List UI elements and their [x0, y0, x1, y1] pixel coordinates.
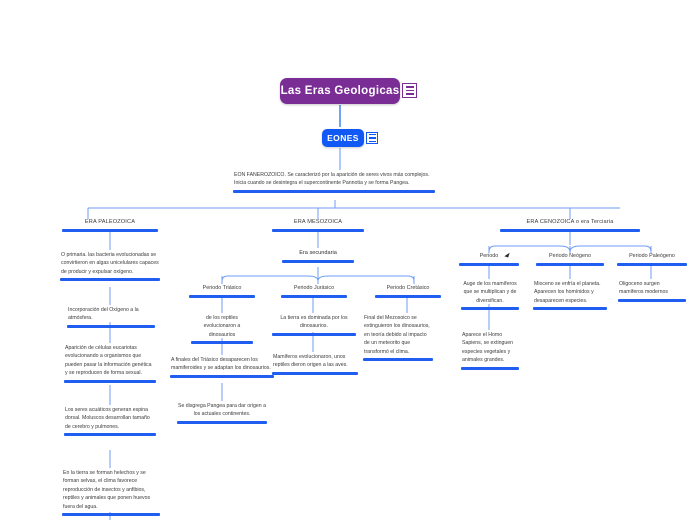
era-cenozoica-node[interactable]: ERA CENOZOICA o era Terciaria	[500, 218, 640, 233]
node-underline	[533, 307, 607, 311]
node-underline	[375, 294, 441, 298]
paleozoica-item-3[interactable]: Aparición de células eucariotas evolucio…	[64, 344, 156, 383]
node-underline	[363, 358, 433, 362]
node-text: Periodo Paleógeno	[629, 253, 675, 259]
node-underline	[281, 294, 347, 298]
node-text: Incorporación del Oxígeno a la atmósfera…	[68, 307, 139, 322]
node-text: Periodo	[479, 253, 499, 259]
node-text: de los reptiles evolucionaron a dinosaur…	[203, 315, 241, 338]
node-text: O primaria. las bacteria evolucionadas s…	[61, 252, 159, 275]
periodo-item-2[interactable]: Aparece el Homo Sapiens, se extinguen es…	[461, 331, 519, 370]
eon-description-text: EON FANEROZOICO. Se caracterizó por la a…	[234, 172, 430, 187]
node-text: Mamíferos evolucionaron, unos reptiles d…	[273, 354, 348, 369]
jurasico-item-1[interactable]: La tierra es dominada por los dinosaurio…	[272, 314, 356, 336]
node-underline	[189, 294, 255, 298]
era-mesozoica-label: ERA MESOZOICA	[293, 219, 343, 225]
eon-description-node[interactable]: EON FANEROZOICO. Se caracterizó por la a…	[233, 171, 435, 193]
node-underline	[62, 229, 158, 233]
paleozoica-item-5[interactable]: En la tierra se forman helechos y se for…	[62, 469, 160, 517]
triasico-item-3[interactable]: Se disgrega Pangea para dar origen a los…	[177, 402, 267, 424]
paleozoica-item-1[interactable]: O primaria. las bacteria evolucionadas s…	[60, 251, 160, 282]
hamburger-menu-icon[interactable]	[402, 83, 417, 98]
node-text: Final del Mezosoico se extinguieron los …	[364, 315, 430, 355]
node-text: Aparición de células eucariotas evolucio…	[65, 345, 152, 377]
node-underline	[461, 366, 519, 370]
neogeno-item-1[interactable]: Mioceno se enfría el planeta. Aparecen l…	[533, 280, 607, 311]
eon-node[interactable]: EONES	[322, 129, 364, 147]
node-underline	[233, 189, 435, 193]
node-text: Aparece el Homo Sapiens, se extinguen es…	[462, 332, 514, 364]
node-underline	[64, 379, 156, 383]
paleozoica-item-2[interactable]: Incorporación del Oxígeno a la atmósfera…	[67, 306, 155, 328]
cretasico-item-1[interactable]: Final del Mezosoico se extinguieron los …	[363, 314, 433, 362]
node-text: En la tierra se forman helechos y se for…	[63, 470, 151, 510]
periodo-cretasico-node[interactable]: Periodo Cretásico	[375, 284, 441, 298]
node-underline	[191, 341, 253, 345]
era-paleozoica-node[interactable]: ERA PALEOZOICA	[62, 218, 158, 233]
node-text: La tierra es dominada por los dinosaurio…	[280, 315, 348, 330]
era-cenozoica-label: ERA CENOZOICA o era Terciaria	[526, 219, 614, 225]
node-text: Periodo Triásico	[202, 285, 242, 291]
node-text: Periodo Cretásico	[386, 285, 430, 291]
periodo-item-1[interactable]: Auge de los mamíferos que se multiplican…	[461, 280, 519, 311]
node-underline	[177, 420, 267, 424]
paleozoica-item-4[interactable]: Los seres acuáticos generan espina dorsa…	[64, 406, 156, 437]
node-underline	[272, 332, 356, 336]
periodo-node[interactable]: Periodo	[459, 252, 519, 266]
node-underline	[64, 433, 156, 437]
node-underline	[459, 262, 519, 266]
paleogeno-item-1[interactable]: Oligoceno surgen mamíferos modernos	[618, 280, 686, 302]
triasico-item-1[interactable]: de los reptiles evolucionaron a dinosaur…	[191, 314, 253, 345]
node-underline	[617, 262, 687, 266]
hamburger-menu-icon[interactable]	[366, 132, 378, 144]
node-underline	[618, 298, 686, 302]
node-underline	[60, 278, 160, 282]
triasico-item-2[interactable]: A finales del Triásico desaparecen los m…	[170, 356, 274, 378]
node-underline	[62, 513, 160, 517]
node-text: Periodo Neógeno	[549, 253, 591, 259]
periodo-triasico-node[interactable]: Periodo Triásico	[189, 284, 255, 298]
root-node[interactable]: Las Eras Geologicas	[280, 78, 400, 104]
node-text: Los seres acuáticos generan espina dorsa…	[65, 407, 150, 430]
node-underline	[272, 229, 364, 233]
era-secundaria-node[interactable]: Era secundaria	[282, 249, 354, 264]
node-text: Se disgrega Pangea para dar origen a los…	[178, 403, 266, 418]
node-underline	[461, 307, 519, 311]
node-underline	[272, 371, 358, 375]
node-underline	[282, 260, 354, 264]
root-node-label: Las Eras Geologicas	[280, 85, 400, 97]
node-text: Era secundaria	[299, 250, 337, 256]
node-text: A finales del Triásico desaparecen los m…	[171, 357, 271, 372]
node-text: Periodo Jurásico	[293, 285, 335, 291]
periodo-neogeno-node[interactable]: Periodo Neógeno	[536, 252, 604, 266]
periodo-jurasico-node[interactable]: Periodo Jurásico	[281, 284, 347, 298]
node-underline	[170, 374, 274, 378]
node-text: Auge de los mamíferos que se multiplican…	[463, 281, 517, 304]
periodo-paleogeno-node[interactable]: Periodo Paleógeno	[617, 252, 687, 266]
era-mesozoica-node[interactable]: ERA MESOZOICA	[272, 218, 364, 233]
node-underline	[536, 262, 604, 266]
era-paleozoica-label: ERA PALEOZOICA	[84, 219, 136, 225]
eon-node-label: EONES	[327, 133, 359, 143]
node-underline	[67, 324, 155, 328]
node-underline	[500, 229, 640, 233]
node-text: Oligoceno surgen mamíferos modernos	[619, 281, 669, 296]
jurasico-item-2[interactable]: Mamíferos evolucionaron, unos reptiles d…	[272, 353, 358, 375]
node-text: Mioceno se enfría el planeta. Aparecen l…	[534, 281, 601, 304]
